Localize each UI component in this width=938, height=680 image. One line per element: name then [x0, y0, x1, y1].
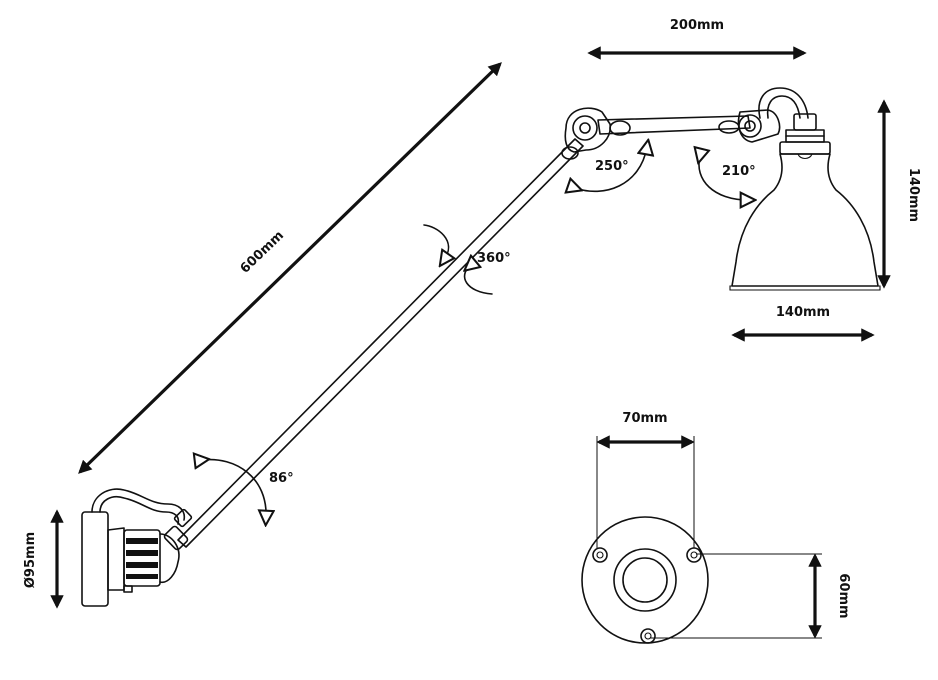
wall-plate [581, 516, 709, 644]
plate-height-label: 60mm [836, 573, 851, 618]
head-rotation-label: 210° [722, 164, 756, 179]
upper-arm [597, 115, 751, 135]
arm-rotation-arrow-upper [423, 224, 449, 260]
arm-length-label: 600mm [238, 228, 287, 276]
elbow-rotation-arrow [575, 147, 647, 191]
head-rotation-arrow [699, 156, 748, 200]
screw-hole-right [686, 547, 702, 563]
screw-hole-left [592, 547, 608, 563]
shade-height-label: 140mm [906, 168, 921, 222]
lower-arm [177, 138, 584, 548]
arm-rotation-label: 360° [477, 251, 511, 266]
plate-width-label: 70mm [622, 411, 667, 426]
head-joint [718, 87, 809, 143]
base-rotation-label: 86° [269, 471, 294, 486]
head-arm-length-label: 200mm [670, 18, 724, 33]
arm-length-dimension [78, 62, 502, 474]
shade-width-label: 140mm [776, 305, 830, 320]
wall-base [81, 488, 193, 607]
arm-rotation-arrow-lower [465, 266, 493, 295]
elbow-rotation-label: 250° [595, 159, 629, 174]
base-rotation-arrow [202, 460, 266, 518]
base-height-label: Ø95mm [23, 532, 38, 588]
lamp-shade [729, 113, 881, 291]
screw-hole-bottom [640, 628, 656, 644]
